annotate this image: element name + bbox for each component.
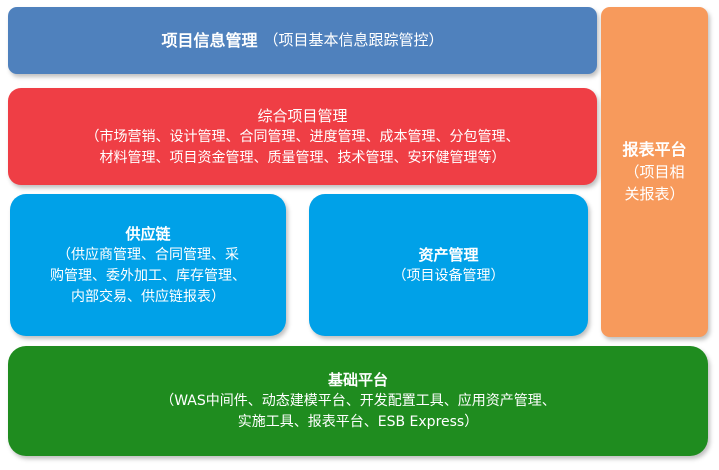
integrated-project-line-2: 材料管理、项目资金管理、质量管理、技术管理、安环健管理等） xyxy=(99,149,506,166)
report-platform-title: 报表平台 xyxy=(622,140,687,159)
supply-chain-line-2: 购管理、委外加工、库存管理、 xyxy=(50,267,246,284)
integrated-project-line-1: （市场营销、设计管理、合同管理、进度管理、成本管理、分包管理、 xyxy=(85,128,520,145)
base-platform-title: 基础平台 xyxy=(327,371,388,389)
base-platform-line-1: （WAS中间件、动态建模平台、开发配置工具、应用资产管理、 xyxy=(160,393,556,409)
asset-management-block: 资产管理 （项目设备管理） xyxy=(309,194,588,336)
base-platform-line-2: 实施工具、报表平台、ESB Express） xyxy=(237,414,479,430)
project-info-desc: （项目基本信息跟踪管控） xyxy=(263,31,444,49)
report-platform-line-2: 关报表） xyxy=(624,185,685,203)
base-platform-block: 基础平台 （WAS中间件、动态建模平台、开发配置工具、应用资产管理、 实施工具、… xyxy=(8,346,708,456)
report-platform-block: 报表平台 （项目相 关报表） xyxy=(601,7,708,337)
supply-chain-title: 供应链 xyxy=(125,224,171,243)
integrated-project-title: 综合项目管理 xyxy=(257,106,348,125)
report-platform-line-1: （项目相 xyxy=(624,163,685,181)
supply-chain-line-1: （供应商管理、合同管理、采 xyxy=(57,246,239,263)
supply-chain-block: 供应链 （供应商管理、合同管理、采 购管理、委外加工、库存管理、 内部交易、供应… xyxy=(10,194,286,336)
integrated-project-block: 综合项目管理 （市场营销、设计管理、合同管理、进度管理、成本管理、分包管理、 材… xyxy=(8,88,597,185)
supply-chain-line-3: 内部交易、供应链报表） xyxy=(71,288,225,305)
project-info-title: 项目信息管理 xyxy=(161,30,258,50)
project-info-block: 项目信息管理 （项目基本信息跟踪管控） xyxy=(8,7,597,74)
asset-management-line-1: （项目设备管理） xyxy=(392,267,505,284)
asset-management-title: 资产管理 xyxy=(418,245,479,264)
